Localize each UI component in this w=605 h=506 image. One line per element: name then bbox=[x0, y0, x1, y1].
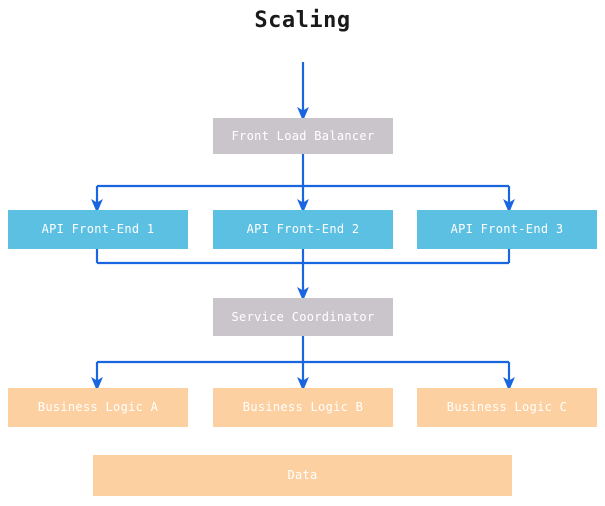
node-front-load-balancer-label: Front Load Balancer bbox=[231, 128, 375, 143]
node-business-logic-a[interactable]: Business Logic A bbox=[8, 388, 188, 427]
node-service-coordinator-label: Service Coordinator bbox=[231, 309, 375, 324]
node-business-logic-c[interactable]: Business Logic C bbox=[417, 388, 597, 427]
node-business-logic-a-label: Business Logic A bbox=[37, 400, 159, 415]
node-business-logic-b-label: Business Logic B bbox=[242, 400, 364, 415]
node-api-front-end-3[interactable]: API Front-End 3 bbox=[417, 210, 597, 249]
node-api-front-end-2-label: API Front-End 2 bbox=[246, 222, 360, 237]
node-api-front-end-1-label: API Front-End 1 bbox=[41, 222, 155, 237]
node-data-label: Data bbox=[287, 468, 318, 483]
node-api-front-end-3-label: API Front-End 3 bbox=[450, 222, 564, 237]
node-service-coordinator[interactable]: Service Coordinator bbox=[213, 298, 393, 336]
node-front-load-balancer[interactable]: Front Load Balancer bbox=[213, 118, 393, 154]
node-business-logic-c-label: Business Logic C bbox=[446, 400, 568, 415]
node-business-logic-b[interactable]: Business Logic B bbox=[213, 388, 393, 427]
diagram-title: Scaling bbox=[254, 8, 351, 33]
node-api-front-end-2[interactable]: API Front-End 2 bbox=[213, 210, 393, 249]
node-data[interactable]: Data bbox=[93, 455, 512, 496]
node-api-front-end-1[interactable]: API Front-End 1 bbox=[8, 210, 188, 249]
